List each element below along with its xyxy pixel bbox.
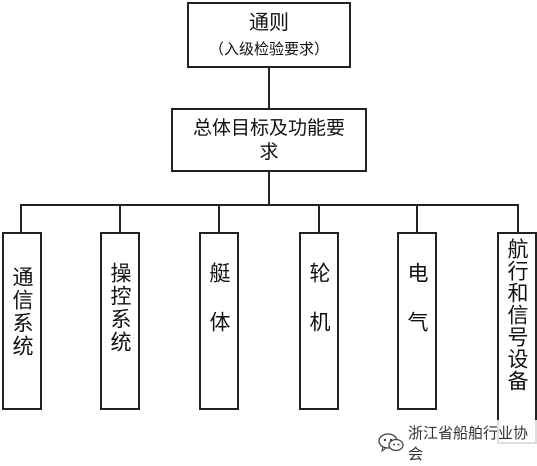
leaf-label: 航行和信号设备 [505, 238, 529, 392]
leaf-machinery: 轮 机 [299, 232, 339, 410]
leaf-label: 轮 机 [307, 262, 331, 334]
leaf-label: 操控系统 [108, 262, 132, 354]
watermark-text: 浙江省船舶行业协会 [408, 424, 529, 463]
leaf-control-system: 操控系统 [100, 232, 140, 410]
leaf-navigation-signal-equipment: 航行和信号设备 [497, 232, 537, 444]
connector-leaf-3 [218, 204, 220, 232]
connector-horizontal-bus [20, 204, 519, 206]
watermark: 浙江省船舶行业协会 [374, 420, 537, 466]
general-rules-box: 通则 （入级检验要求） [187, 2, 351, 68]
connector-leaf-5 [416, 204, 418, 232]
leaf-label: 艇 体 [207, 262, 231, 334]
overall-goals-box: 总体目标及功能要求 [171, 108, 367, 172]
connector-leaf-4 [318, 204, 320, 232]
leaf-label: 通信系统 [10, 266, 34, 358]
leaf-hull: 艇 体 [199, 232, 239, 410]
connector-leaf-2 [119, 204, 121, 232]
general-rules-subtitle: （入级检验要求） [208, 40, 329, 58]
wechat-icon [378, 433, 404, 453]
connector-middle-down [268, 172, 270, 205]
connector-leaf-6 [517, 204, 519, 232]
connector-leaf-1 [20, 204, 22, 232]
general-rules-title: 通则 [249, 10, 289, 34]
leaf-communication-system: 通信系统 [2, 232, 42, 410]
leaf-electrical: 电 气 [397, 232, 437, 410]
connector-top-to-middle [268, 68, 270, 108]
overall-goals-title: 总体目标及功能要求 [192, 117, 345, 163]
leaf-label: 电 气 [405, 262, 429, 334]
